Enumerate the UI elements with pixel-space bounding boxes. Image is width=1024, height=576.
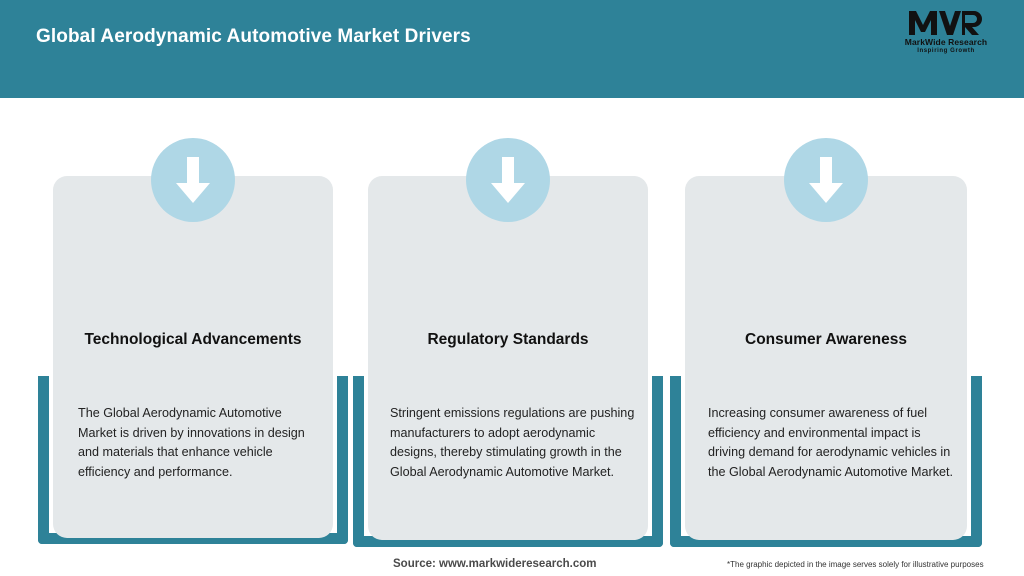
logo-company-name: MarkWide Research [904, 37, 988, 47]
markwide-research-logo: MarkWide Research Inspiring Growth [890, 10, 1002, 62]
card-body-text: Increasing consumer awareness of fuel ef… [708, 406, 953, 479]
card-bracket [670, 376, 982, 547]
card-panel: Consumer Awareness Increasing consumer a… [685, 176, 967, 540]
card-title: Regulatory Standards [427, 331, 589, 348]
driver-card-consumer-awareness[interactable]: Consumer Awareness Increasing consumer a… [670, 98, 982, 548]
arrow-down-icon [466, 138, 550, 222]
drivers-card-row: Technological Advancements The Global Ae… [0, 98, 1024, 576]
logo-tagline: Inspiring Growth [917, 48, 975, 54]
card-body-text: Stringent emissions regulations are push… [390, 406, 635, 479]
card-title: Consumer Awareness [745, 331, 907, 348]
source-label: Source: www.markwideresearch.com [393, 558, 597, 570]
disclaimer-note: *The graphic depicted in the image serve… [727, 560, 984, 569]
arrow-down-icon [151, 138, 235, 222]
card-title: Technological Advancements [84, 331, 302, 348]
card-bracket [38, 376, 348, 544]
card-body-text: The Global Aerodynamic Automotive Market… [78, 406, 305, 479]
header-bar: Global Aerodynamic Automotive Market Dri… [0, 0, 1024, 98]
card-panel: Regulatory Standards Stringent emissions… [368, 176, 648, 540]
driver-card-regulatory-standards[interactable]: Regulatory Standards Stringent emissions… [353, 98, 663, 548]
page-title: Global Aerodynamic Automotive Market Dri… [36, 26, 471, 47]
card-bracket [353, 376, 663, 547]
driver-card-technological-advancements[interactable]: Technological Advancements The Global Ae… [38, 98, 348, 548]
mwr-monogram-icon [890, 10, 1002, 36]
arrow-down-icon [784, 138, 868, 222]
card-panel: Technological Advancements The Global Ae… [53, 176, 333, 538]
